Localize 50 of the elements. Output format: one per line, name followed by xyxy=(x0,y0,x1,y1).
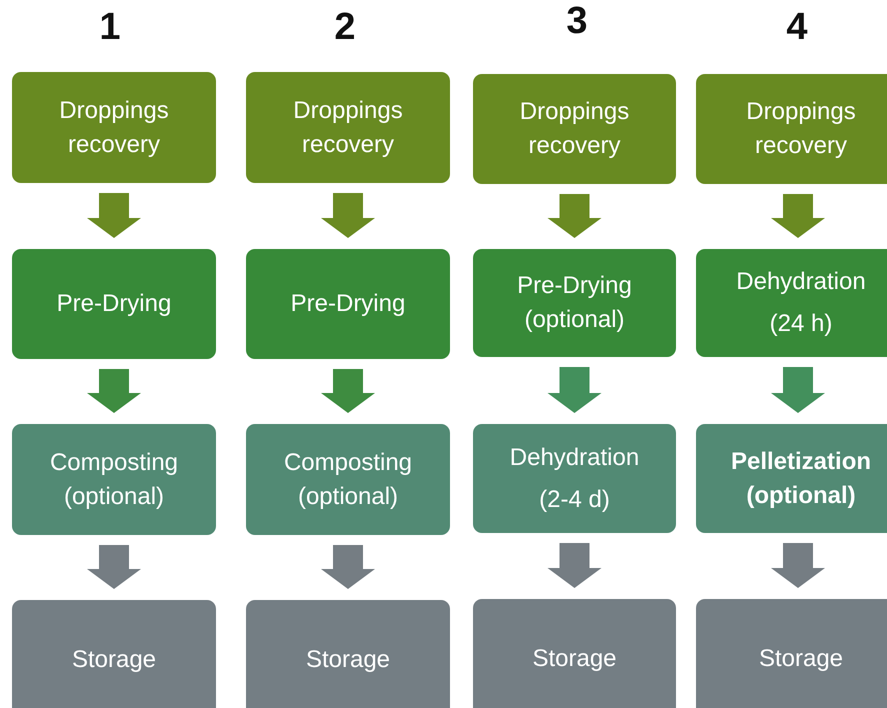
step-label: Composting (optional) xyxy=(282,448,414,512)
step-label: Pelletization (optional) xyxy=(730,446,872,510)
column-number: 4 xyxy=(786,6,808,49)
step-box xyxy=(12,72,216,183)
step-label: Composting (optional) xyxy=(48,448,180,512)
step-label: (2-4 d) xyxy=(539,484,610,514)
storage-box xyxy=(246,600,450,708)
step-box xyxy=(12,249,216,359)
step-box xyxy=(473,74,676,184)
step-box xyxy=(696,249,887,357)
step-box xyxy=(246,424,450,535)
block-arrow xyxy=(87,193,141,238)
block-arrow xyxy=(771,367,825,413)
block-arrow xyxy=(321,545,375,589)
block-arrow xyxy=(771,194,825,238)
step-box xyxy=(696,74,887,184)
step-box xyxy=(12,424,216,535)
step-label: Droppings recovery xyxy=(518,97,630,161)
column-number: 3 xyxy=(566,0,588,43)
block-arrow xyxy=(771,543,825,588)
storage-box xyxy=(473,599,676,708)
step-box xyxy=(696,424,887,533)
block-arrow xyxy=(548,543,602,588)
storage-box xyxy=(12,600,216,708)
step-label: Dehydration xyxy=(736,267,866,298)
step-label: Pre-Drying xyxy=(290,289,406,320)
step-label: Storage xyxy=(532,644,617,674)
block-arrow xyxy=(87,545,141,589)
step-label: Pre-Drying xyxy=(56,289,172,320)
step-box xyxy=(246,72,450,183)
column-number: 2 xyxy=(334,6,356,49)
step-label: Droppings recovery xyxy=(745,97,857,161)
step-label: Storage xyxy=(306,645,390,676)
storage-box xyxy=(696,599,887,708)
step-label: Storage xyxy=(758,644,844,674)
block-arrow xyxy=(548,194,602,238)
block-arrow xyxy=(321,369,375,413)
step-box xyxy=(473,424,676,533)
step-label: Pre-Drying (optional) xyxy=(516,271,633,335)
step-label: (24 h) xyxy=(770,309,832,339)
step-label: Dehydration xyxy=(510,442,640,473)
step-box xyxy=(473,249,676,357)
column-number: 1 xyxy=(99,6,121,49)
step-label: Droppings recovery xyxy=(292,96,404,160)
step-box xyxy=(246,249,450,359)
block-arrow xyxy=(548,367,602,413)
step-label: Droppings recovery xyxy=(58,96,170,160)
block-arrow xyxy=(321,193,375,238)
step-label: Storage xyxy=(72,645,156,676)
block-arrow xyxy=(87,369,141,413)
